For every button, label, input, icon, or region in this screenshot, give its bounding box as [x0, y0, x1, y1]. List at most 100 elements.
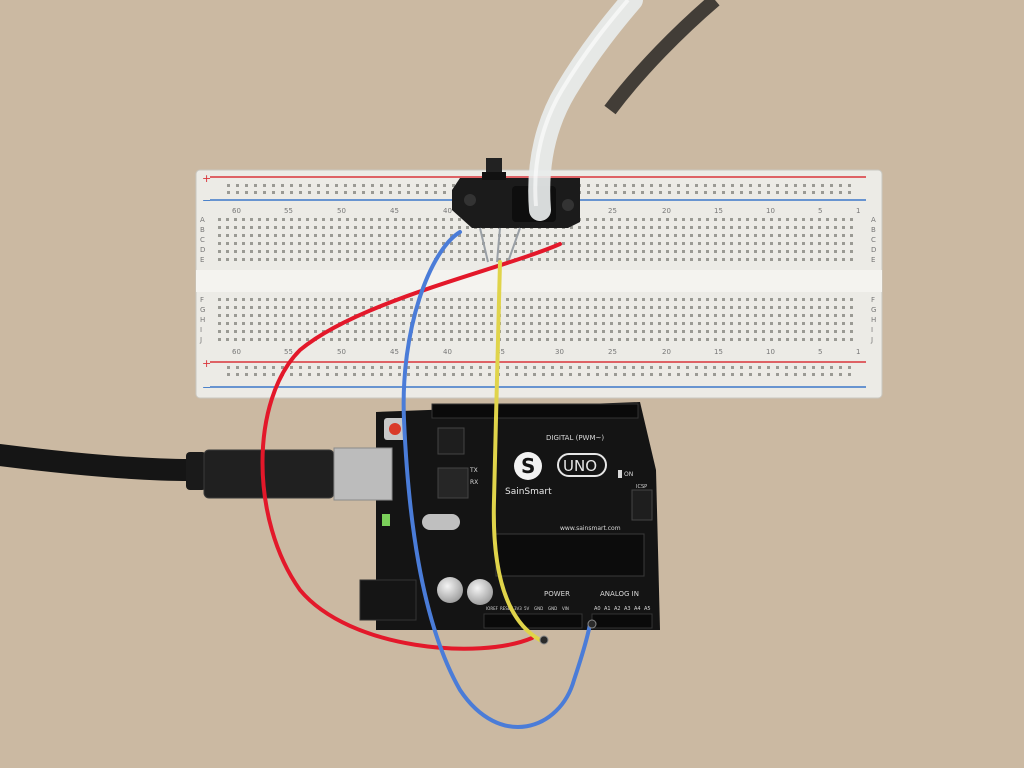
column-number: 10	[766, 207, 775, 215]
column-number: 50	[337, 348, 346, 356]
column-number: 55	[284, 348, 293, 356]
power-pin-label: GND	[534, 606, 543, 611]
icsp-label: ICSP	[636, 484, 647, 490]
tx-label: TX	[469, 467, 478, 474]
row-letters-left: A B C D E F G H I J	[199, 216, 205, 344]
row-letter: C	[200, 236, 205, 244]
column-number: 35	[496, 348, 505, 356]
usb-controller-chip	[437, 467, 469, 499]
column-number: 40	[443, 207, 452, 215]
usb-metal-plug	[333, 447, 393, 501]
row-letter: D	[200, 246, 205, 254]
power-header	[483, 613, 583, 629]
blue-wire-end	[587, 619, 597, 629]
uno-badge	[557, 453, 607, 477]
power-jack	[359, 579, 417, 621]
usb-cable	[0, 444, 393, 501]
column-number: 1	[856, 348, 860, 356]
blue-wire	[401, 230, 592, 729]
analog-pin-label: A3	[624, 606, 631, 612]
analog-pin-label: A4	[634, 606, 641, 612]
power-pin-label: 3V3	[514, 606, 522, 611]
row-letter: H	[200, 316, 205, 324]
row-letter: G	[200, 306, 205, 314]
column-number: 5	[818, 348, 822, 356]
power-pin-label: RESET	[500, 606, 513, 611]
icsp-header-top	[437, 427, 465, 455]
column-number: 60	[232, 348, 241, 356]
row-letter: J	[199, 336, 202, 344]
analog-pin-label: A0	[594, 606, 601, 612]
sainsmart-logo	[514, 452, 542, 480]
row-letter: H	[871, 316, 876, 324]
analog-pin-label: A1	[604, 606, 611, 612]
power-pin-label: IOREF	[486, 606, 499, 611]
analog-pin-label: A5	[644, 606, 651, 612]
analog-header	[591, 613, 653, 629]
yellow-wire	[491, 260, 542, 642]
icsp-header-right	[631, 489, 653, 521]
power-pin-label: VIN	[562, 606, 569, 611]
column-number: 40	[443, 348, 452, 356]
row-letter: J	[870, 336, 873, 344]
column-number: 50	[337, 207, 346, 215]
column-number: 1	[856, 207, 860, 215]
model-text: UNO	[563, 457, 597, 475]
column-number: 15	[714, 348, 723, 356]
analog-pin-labels: A0 A1 A2 A3 A4 A5	[594, 606, 651, 612]
led	[618, 470, 622, 478]
column-numbers-bottom: 60 55 50 45 40 35 30 25 20 15 10 5 1	[232, 348, 860, 356]
row-letter: G	[871, 306, 876, 314]
row-letter: F	[871, 296, 875, 304]
row-letter: D	[871, 246, 876, 254]
row-letter: A	[871, 216, 876, 224]
row-letter: B	[200, 226, 205, 234]
logo-letter: S	[521, 454, 535, 478]
column-number: 45	[390, 207, 399, 215]
row-letter: C	[871, 236, 876, 244]
sensor-leads	[479, 227, 521, 263]
column-number: 45	[390, 348, 399, 356]
rail-minus-top: −	[202, 194, 211, 207]
website-label: www.sainsmart.com	[560, 525, 621, 532]
atmega-chip	[495, 533, 645, 577]
crystal	[422, 514, 460, 530]
power-pin-label: 5V	[524, 606, 530, 611]
rail-plus-top: +	[202, 172, 211, 185]
arduino-board: S SainSmart UNO DIGITAL (PWM~) TX RX ON …	[359, 402, 660, 630]
capacitor	[467, 579, 493, 605]
row-letter: I	[200, 326, 202, 334]
analog-label: ANALOG IN	[600, 590, 639, 598]
breadboard: + − + − A B C D E F G H I J A B C D E F …	[195, 169, 883, 399]
brand-text: SainSmart	[505, 487, 552, 497]
power-pin-label: GND	[548, 606, 557, 611]
row-letter: E	[871, 256, 875, 264]
digital-header	[431, 403, 639, 419]
row-letter: I	[871, 326, 873, 334]
column-number: 20	[662, 207, 671, 215]
column-number: 60	[232, 207, 241, 215]
power-label: POWER	[544, 590, 570, 598]
analog-pin-label: A2	[614, 606, 621, 612]
silicone-tube	[528, 0, 643, 221]
digital-label: DIGITAL (PWM~)	[546, 434, 604, 442]
tube-shadow	[604, 0, 720, 115]
yellow-wire-end	[539, 635, 549, 645]
column-number: 25	[608, 207, 617, 215]
led	[382, 514, 390, 526]
row-letter: A	[200, 216, 205, 224]
rail-plus-bottom: +	[202, 357, 211, 370]
row-letter: B	[871, 226, 876, 234]
column-number: 20	[662, 348, 671, 356]
red-wire	[260, 242, 562, 651]
on-label: ON	[624, 471, 633, 478]
column-number: 30	[555, 348, 564, 356]
column-number: 10	[766, 348, 775, 356]
row-letter: E	[200, 256, 204, 264]
silicone-tube-highlight	[533, 0, 630, 207]
rx-label: RX	[470, 479, 478, 486]
rail-minus-bottom: −	[202, 381, 211, 394]
column-number: 5	[818, 207, 822, 215]
breadboard-center-channel	[196, 270, 882, 292]
